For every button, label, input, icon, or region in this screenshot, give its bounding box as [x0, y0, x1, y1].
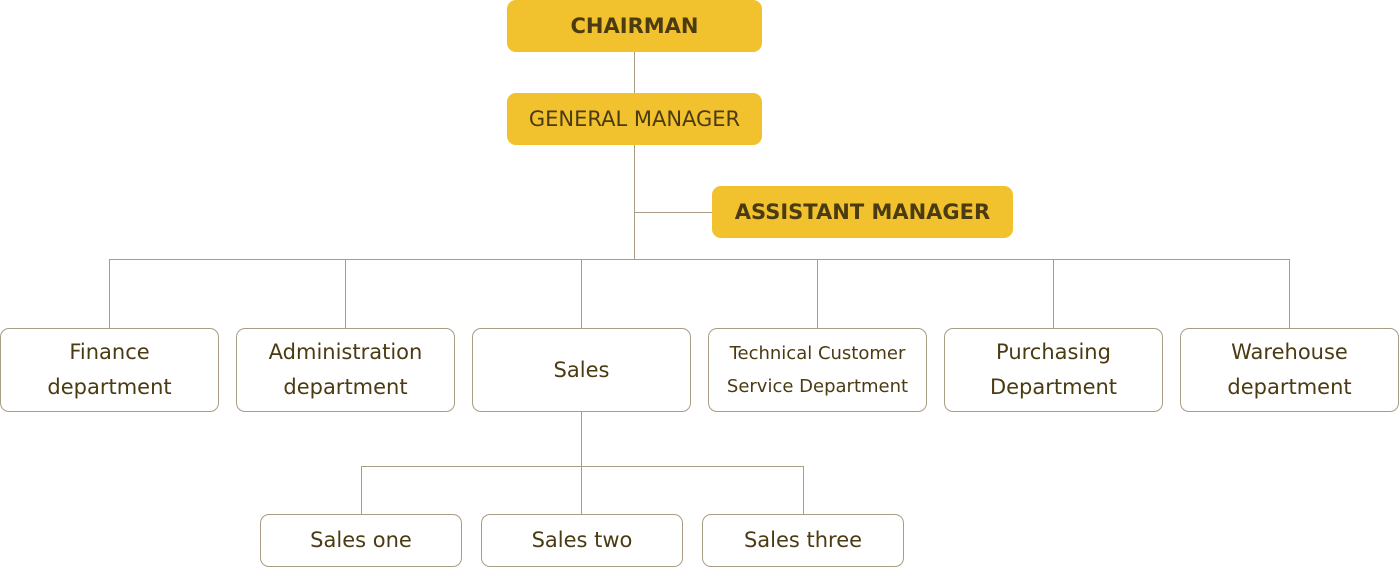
general-manager-label: GENERAL MANAGER — [528, 107, 741, 131]
sales-team-node: Sales three — [702, 514, 904, 567]
connector — [581, 259, 582, 328]
chairman-node: CHAIRMAN — [507, 0, 762, 52]
department-label: Finance — [69, 340, 150, 364]
department-label: Department — [989, 375, 1118, 399]
connector — [581, 412, 582, 514]
connector — [803, 466, 804, 514]
connector — [634, 212, 712, 213]
department-label: department — [283, 375, 408, 399]
sales-team-node: Sales one — [260, 514, 462, 567]
connector — [109, 259, 1290, 260]
connector — [1053, 259, 1054, 328]
connector — [634, 52, 635, 259]
sales-team-label: Sales three — [743, 528, 863, 552]
department-label: department — [1227, 375, 1352, 399]
department-label: Purchasing — [996, 340, 1111, 364]
assistant-manager-label: ASSISTANT MANAGER — [734, 200, 991, 224]
connector — [361, 466, 362, 514]
connector — [361, 466, 803, 467]
sales-team-node: Sales two — [481, 514, 683, 567]
department-node-administration: Administration department — [236, 328, 455, 412]
connector — [817, 259, 818, 328]
chairman-label: CHAIRMAN — [570, 14, 699, 38]
department-node-finance: Finance department — [0, 328, 219, 412]
department-label: Sales — [553, 357, 610, 382]
sales-team-label: Sales one — [310, 528, 412, 552]
department-label: Warehouse — [1231, 340, 1348, 364]
department-node-warehouse: Warehouse department — [1180, 328, 1399, 412]
connector — [1289, 259, 1290, 328]
connector — [345, 259, 346, 328]
department-label: department — [47, 375, 172, 399]
department-label: Technical Customer — [729, 343, 906, 364]
department-label: Service Department — [726, 376, 909, 397]
department-node-sales: Sales — [472, 328, 691, 412]
assistant-manager-node: ASSISTANT MANAGER — [712, 186, 1013, 238]
sales-team-label: Sales two — [531, 528, 633, 552]
department-label: Administration — [268, 340, 423, 364]
general-manager-node: GENERAL MANAGER — [507, 93, 762, 145]
connector — [109, 259, 110, 328]
